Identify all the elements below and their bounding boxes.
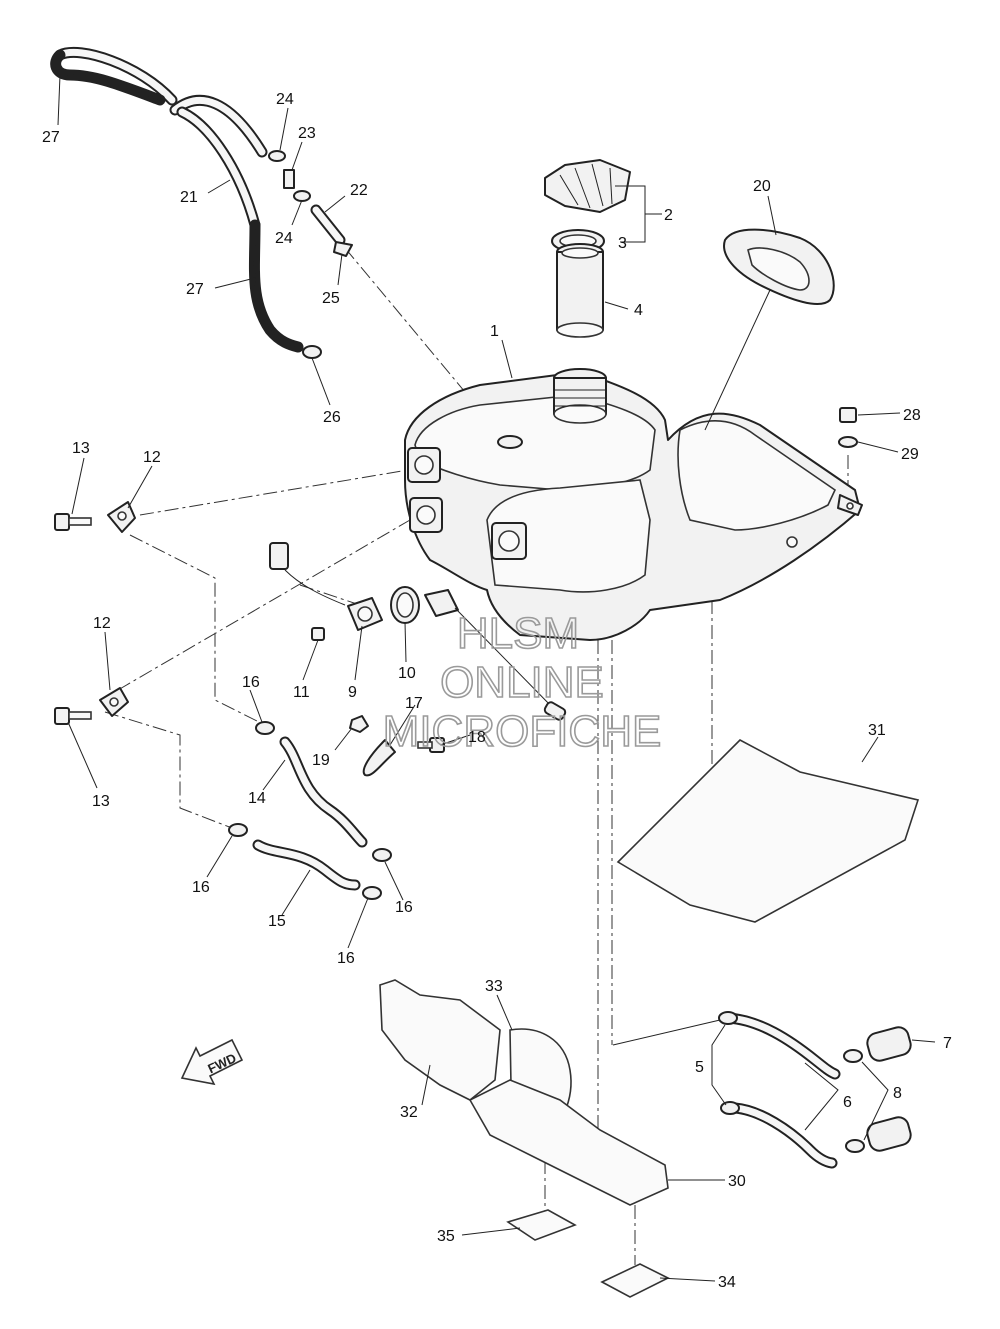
fuel-cock-bracket-lower [99, 687, 129, 717]
callout-15: 15 [268, 913, 286, 930]
callout-13-lower: 13 [92, 793, 110, 810]
pad-35 [506, 1209, 577, 1241]
protector-30 [468, 1079, 669, 1206]
callout-34: 34 [718, 1274, 736, 1291]
pad-34 [600, 1263, 670, 1298]
breather-hose-assembly [50, 46, 353, 359]
callout-17: 17 [405, 695, 423, 712]
callout-6: 6 [843, 1094, 852, 1111]
bolt-lower [54, 707, 92, 725]
protector-32 [379, 979, 501, 1101]
callout-12-upper: 12 [143, 449, 161, 466]
callout-16-d: 16 [337, 950, 355, 967]
callout-8: 8 [893, 1085, 902, 1102]
watermark: HLSM ONLINE MICROFICHE [382, 608, 662, 757]
callout-16-c: 16 [395, 899, 413, 916]
callout-29: 29 [901, 446, 919, 463]
callout-24-top: 24 [276, 91, 294, 108]
bolt-and-washer [838, 407, 858, 448]
callout-31: 31 [868, 722, 886, 739]
callout-26: 26 [323, 409, 341, 426]
callout-1: 1 [490, 323, 499, 340]
callout-9: 9 [348, 684, 357, 701]
callout-21: 21 [180, 189, 198, 206]
watermark-line-2: ONLINE [440, 658, 604, 707]
callout-16-b: 16 [192, 879, 210, 896]
callout-27-top: 27 [42, 129, 60, 146]
callout-14: 14 [248, 790, 266, 807]
fuel-cap [544, 159, 631, 213]
callout-24-bottom: 24 [275, 230, 293, 247]
watermark-line-3: MICROFICHE [383, 707, 662, 756]
fuel-hoses [228, 721, 392, 900]
fuel-filter-assembly [718, 1011, 912, 1169]
tank-strap [723, 228, 835, 305]
callout-4: 4 [634, 302, 643, 319]
callout-28: 28 [903, 407, 921, 424]
watermark-line-1: HLSM [457, 609, 579, 658]
callout-3: 3 [618, 235, 627, 252]
callout-13-upper: 13 [72, 440, 90, 457]
callout-32: 32 [400, 1104, 418, 1121]
hose-clip-hardware [349, 715, 445, 777]
fuel-cock-bracket-upper [107, 501, 136, 533]
fuel-strainer [556, 243, 604, 338]
callout-22: 22 [350, 182, 368, 199]
callout-16-a: 16 [242, 674, 260, 691]
callout-19: 19 [312, 752, 330, 769]
heat-shield-31 [616, 739, 920, 923]
callout-35: 35 [437, 1228, 455, 1245]
callout-18: 18 [468, 729, 486, 746]
callout-20: 20 [753, 178, 771, 195]
callout-5: 5 [695, 1059, 704, 1076]
callout-25: 25 [322, 290, 340, 307]
callout-12-lower: 12 [93, 615, 111, 632]
callout-11: 11 [293, 684, 310, 701]
leader-lines [57, 74, 936, 1282]
fuel-tank [404, 368, 863, 641]
callout-33: 33 [485, 978, 503, 995]
callout-30: 30 [728, 1173, 746, 1190]
bolt-upper [54, 513, 92, 531]
fuel-sender-unit [269, 542, 567, 721]
callout-10: 10 [398, 665, 416, 682]
callout-27-mid: 27 [186, 281, 204, 298]
callout-2: 2 [664, 207, 673, 224]
fwd-arrow-icon: FWD [180, 1038, 244, 1086]
callout-23: 23 [298, 125, 316, 142]
callout-labels: 1 2 3 4 5 6 7 8 9 10 11 12 12 13 13 14 1… [42, 91, 952, 1291]
callout-7: 7 [943, 1035, 952, 1052]
